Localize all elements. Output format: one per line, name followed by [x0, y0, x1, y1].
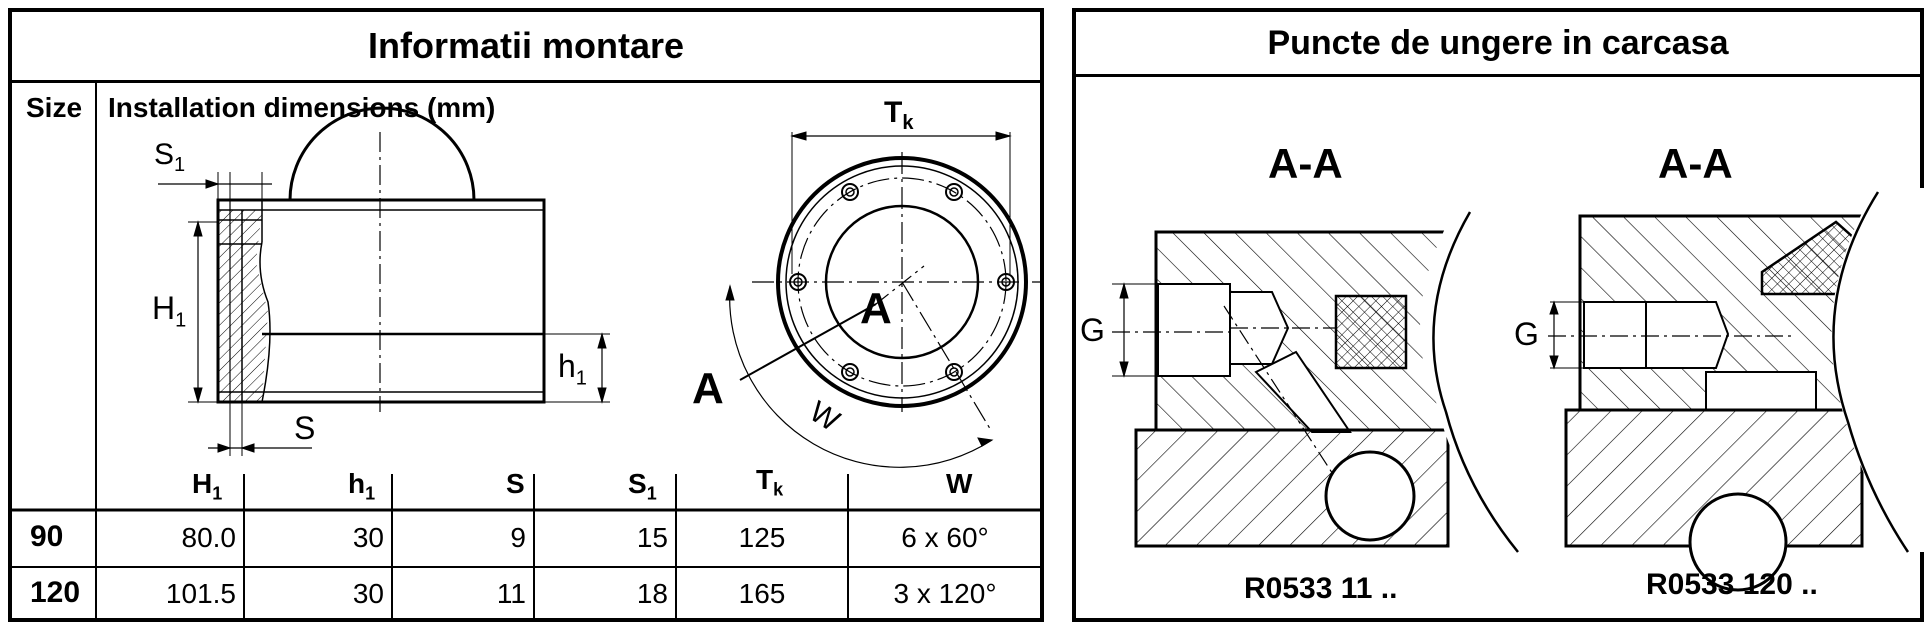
col-header-Tk: Tk — [756, 464, 784, 500]
cell-120-h1: 30 — [352, 578, 384, 609]
cell-120-Tk: 165 — [738, 578, 786, 609]
col-header-h1: h1 — [348, 468, 376, 504]
cell-90-h1: 30 — [352, 522, 384, 553]
col-header-S1: S1 — [628, 468, 657, 504]
cell-90-W: 6 x 60° — [901, 522, 989, 553]
section-label-right: A-A — [1658, 140, 1733, 187]
top-view-drawing — [725, 131, 1042, 468]
g-thread-label-left: G — [1080, 312, 1105, 348]
section-drawing-2 — [1548, 188, 1928, 592]
size-column-header: Size — [26, 92, 83, 123]
cell-120-W: 3 x 120° — [893, 578, 997, 609]
side-view-drawing — [158, 106, 610, 456]
g-thread-label-right: G — [1514, 316, 1539, 352]
section-label-left: A-A — [1268, 140, 1343, 187]
s1-top-label: S1 — [154, 138, 186, 176]
h1-small-label: h1 — [558, 348, 587, 390]
installation-drawing — [12, 80, 1042, 622]
section-mark-a-center: A — [860, 284, 892, 333]
section-mark-a-left: A — [692, 364, 724, 413]
installation-info-title: Informatii montare — [12, 12, 1040, 83]
row-size-120: 120 — [30, 576, 81, 609]
lubrication-points-title: Puncte de ungere in carcasa — [1076, 12, 1920, 77]
cell-90-S1: 15 — [636, 522, 668, 553]
cell-90-S: 9 — [510, 522, 526, 553]
installation-dimensions-header: Installation dimensions (mm) — [108, 92, 496, 123]
cell-120-H1: 101.5 — [165, 578, 236, 609]
cell-120-S: 11 — [496, 578, 526, 609]
tk-label: Tk — [884, 96, 914, 134]
installation-info-panel: Informatii montare — [8, 8, 1044, 622]
s-bottom-label: S — [294, 410, 316, 446]
lubrication-points-panel: Puncte de ungere in carcasa — [1072, 8, 1928, 622]
row-size-90: 90 — [30, 520, 64, 553]
part-number-caption-right: R0533 120 .. — [1646, 568, 1818, 601]
lubrication-section-drawings — [1112, 188, 1928, 592]
part-number-caption-left: R0533 11 .. — [1244, 572, 1398, 605]
h1-large-label: H1 — [152, 290, 187, 332]
cell-90-H1: 80.0 — [181, 522, 237, 553]
cell-120-S1: 18 — [636, 578, 668, 609]
col-header-H1: H1 — [192, 468, 223, 504]
cell-90-Tk: 125 — [738, 522, 786, 553]
section-drawing-1 — [1112, 208, 1536, 553]
col-header-S: S — [506, 468, 525, 499]
col-header-W: W — [946, 468, 973, 499]
